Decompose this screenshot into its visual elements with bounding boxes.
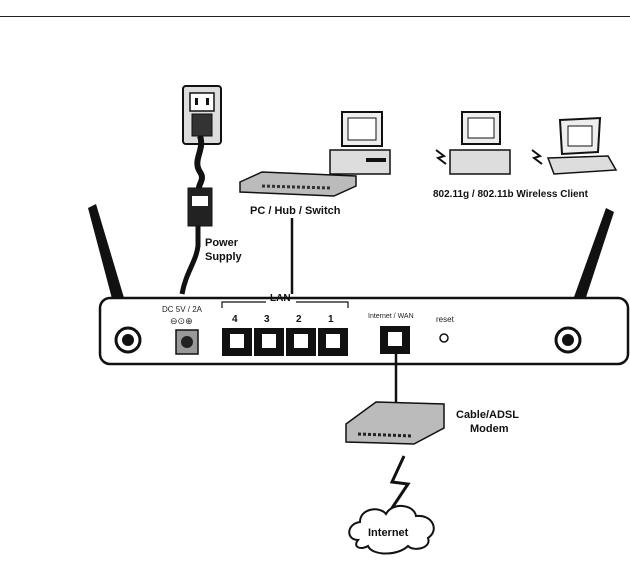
wireless-laptop-icon	[532, 118, 616, 174]
power-supply-label-line2: Supply	[205, 251, 243, 263]
port-label-3: 3	[264, 314, 270, 325]
modem-icon	[346, 402, 444, 444]
internet-label: Internet	[368, 527, 409, 539]
dc-power-jack	[176, 330, 198, 354]
port-label-2: 2	[296, 314, 302, 325]
polarity-symbol: ⊖⊙⊕	[170, 316, 193, 326]
lan-port-3	[254, 328, 284, 356]
hub-label: PC / Hub / Switch	[250, 205, 341, 217]
port-label-1: 1	[328, 314, 334, 325]
modem-label-line1: Cable/ADSL	[456, 409, 519, 421]
power-adapter-icon	[182, 136, 212, 294]
port-label-4: 4	[232, 314, 238, 325]
wireless-desktop-icon	[436, 112, 510, 174]
modem-label-line2: Modem	[470, 423, 509, 435]
wireless-client-label: 802.11g / 802.11b Wireless Client	[433, 189, 589, 200]
dc-rating-label: DC 5V / 2A	[162, 305, 203, 314]
wan-port	[380, 326, 410, 354]
hub-switch-icon	[240, 172, 356, 196]
reset-button-icon	[440, 334, 448, 342]
lan-port-2	[286, 328, 316, 356]
lan-port-4	[222, 328, 252, 356]
reset-label: reset	[436, 315, 455, 324]
power-supply-label-line1: Power	[205, 237, 239, 249]
lan-label: LAN	[270, 293, 291, 304]
lan-port-1	[318, 328, 348, 356]
wan-label: Internet / WAN	[368, 313, 414, 320]
desktop-pc-icon	[330, 112, 390, 174]
